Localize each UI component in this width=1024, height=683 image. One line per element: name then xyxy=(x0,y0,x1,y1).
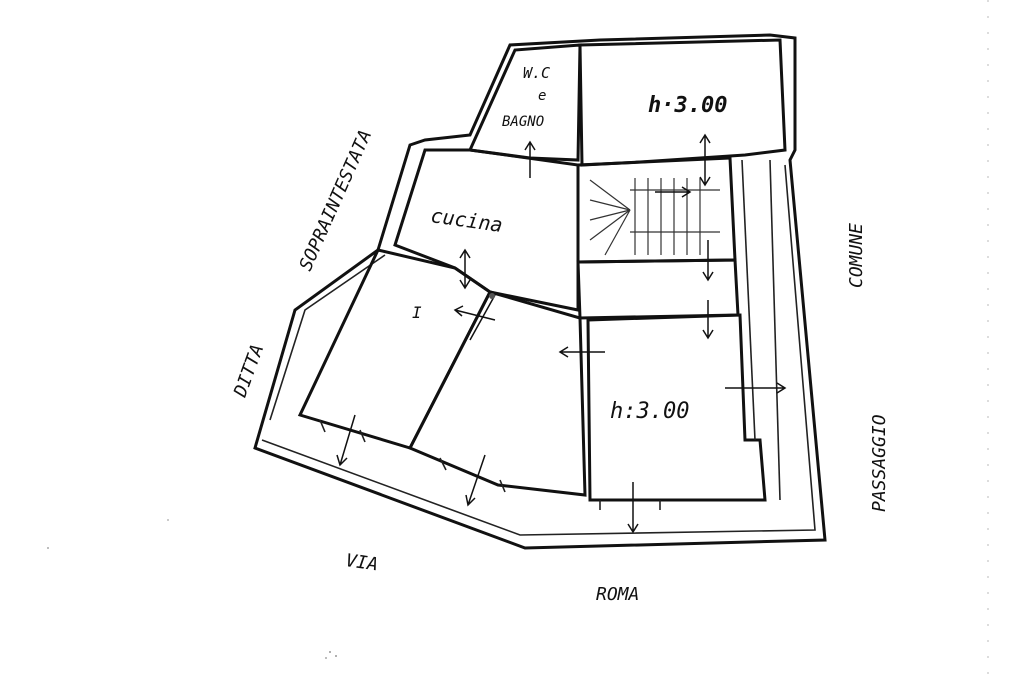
outer-boundary xyxy=(253,33,827,550)
street-label-ditta: DITTA xyxy=(230,342,269,401)
height-label-bottom: h:3.00 xyxy=(610,399,689,424)
wc-label-line3: BAGNO xyxy=(502,114,544,130)
wc-label-line1: W.C xyxy=(523,64,550,82)
room-mark-label: I xyxy=(412,303,422,322)
kitchen-label: cucina xyxy=(429,203,504,237)
door-arrows xyxy=(336,133,787,534)
scan-margin xyxy=(47,0,989,683)
height-label-top: h·3.00 xyxy=(648,93,727,118)
street-labels: DITTA SOPRAINTESTATA COMUNE PASSAGGIO VI… xyxy=(230,127,890,605)
street-label-via: VIA xyxy=(344,550,379,575)
room-labels: W.C e BAGNO h·3.00 cucina I h:3.00 xyxy=(412,64,727,424)
street-label-soprintestata: SOPRAINTESTATA xyxy=(295,127,376,274)
wc-label-line2: e xyxy=(538,88,546,104)
staircase xyxy=(589,178,720,256)
street-label-comune: COMUNE xyxy=(846,223,867,288)
street-label-roma: ROMA xyxy=(596,584,639,605)
room-walls xyxy=(297,38,787,510)
street-label-passaggio: PASSAGGIO xyxy=(869,414,890,512)
